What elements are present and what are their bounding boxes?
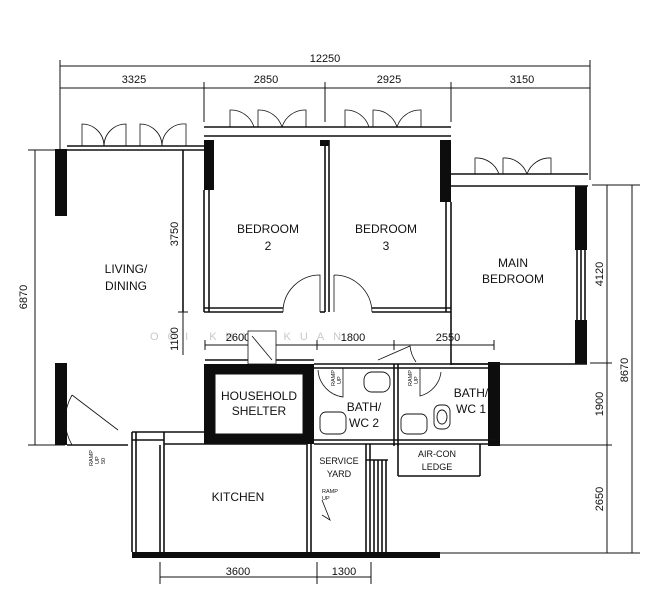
dim-bottom-yard: 1300 [332,566,356,578]
label-living-1: LIVING/ [105,262,148,276]
label-main-1: MAIN [498,256,528,270]
label-living-2: DINING [105,279,147,293]
dim-corridor-shelter: 2600 [226,332,250,344]
dim-corridor-bath1: 2550 [436,332,460,344]
label-bedroom3-1: BEDROOM [355,222,417,236]
ramp-entrance-2: UP [95,456,101,464]
partitions [67,126,588,552]
dim-bottom-kitchen: 3600 [226,566,250,578]
dim-right-main: 4120 [594,262,606,286]
ramp-entrance-3: 50 [101,458,107,464]
ramp-yard-1: RAMP [322,489,338,495]
walls [55,140,587,558]
room-labels: LIVING/ DINING BEDROOM 2 BEDROOM 3 MAIN … [105,222,544,504]
dim-corridor-bath2: 1800 [341,332,365,344]
ramp-bath1-1: RAMP [408,370,414,386]
label-main-2: BEDROOM [482,272,544,286]
dim-right-kitchen: 2650 [594,487,606,511]
ramp-bath1-2: UP [414,376,420,384]
label-bedroom2-1: BEDROOM [237,222,299,236]
label-bath2-2: WC 2 [349,416,379,430]
fixtures [319,371,451,435]
label-aircon-1: AIR-CON [418,449,456,459]
ramp-bath2-2: UP [337,376,343,384]
ramp-bath2-1: RAMP [331,370,337,386]
label-kitchen: KITCHEN [212,490,265,504]
label-bath1-2: WC 1 [456,402,486,416]
dim-top-bedroom3: 2925 [377,74,401,86]
dim-right-bath: 1900 [594,392,606,416]
dim-left-height: 6870 [18,285,30,309]
dim-corridor-width: 1100 [169,327,181,351]
dim-right-total: 8670 [619,358,631,382]
windows [81,109,552,175]
doors [64,274,442,521]
label-bath2-1: BATH/ [347,400,382,414]
label-bedroom2-2: 2 [265,239,272,253]
dim-overall-width: 12250 [310,53,341,65]
label-bedroom3-2: 3 [383,239,390,253]
shelter-interior [214,373,304,435]
label-service-1: SERVICE [319,456,358,466]
label-aircon-2: LEDGE [422,462,453,472]
ramp-yard-2: UP [322,496,330,502]
label-shelter-1: HOUSEHOLD [221,389,297,403]
ramp-labels: RAMP UP 50 RAMP UP RAMP UP RAMP UP [89,370,420,502]
label-shelter-2: SHELTER [232,404,287,418]
dim-top-bedroom2: 2850 [254,74,278,86]
watermark: OOI KHIN KUAN [150,331,350,343]
label-service-2: YARD [327,469,352,479]
dimension-lines [28,60,640,584]
label-bath1-1: BATH/ [454,386,489,400]
dim-bedroom-depth: 3750 [169,222,181,246]
dim-top-living: 3325 [122,74,146,86]
ramp-entrance-1: RAMP [89,450,95,466]
dim-top-main: 3150 [510,74,534,86]
